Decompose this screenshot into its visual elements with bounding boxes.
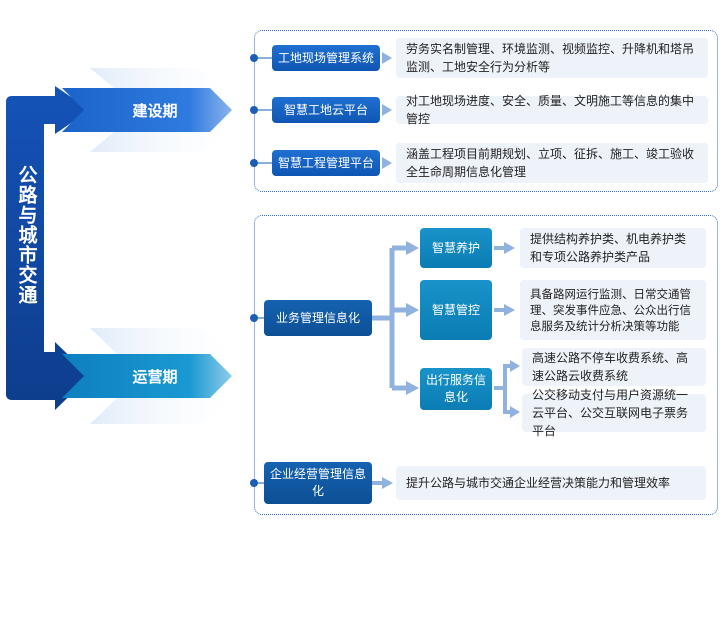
main-bracket-arrow <box>6 86 90 410</box>
construction-item-desc: 劳务实名制管理、环境监测、视频监控、升降机和塔吊监测、工地安全行为分析等 <box>396 38 708 78</box>
operation-phase-label: 运营期 <box>132 367 178 386</box>
construction-phase-label: 建设期 <box>132 101 178 120</box>
enterprise-info-node: 企业经营管理信息化 <box>264 462 372 504</box>
construction-item-desc: 涵盖工程项目前期规划、立项、征拆、施工、竣工验收全生命周期信息化管理 <box>396 143 708 183</box>
panel-bullet <box>250 106 258 114</box>
panel-bullet <box>250 159 258 167</box>
panel-bullet <box>250 54 258 62</box>
panel-bullet <box>250 314 258 322</box>
construction-chevron <box>62 88 232 132</box>
construction-item-label: 工地现场管理系统 <box>272 45 380 71</box>
smart-maintenance-desc: 提供结构养护类、机电养护类和专项公路养护类产品 <box>520 228 706 268</box>
smart-maintenance-node: 智慧养护 <box>420 228 492 268</box>
smart-control-desc: 具备路网运行监测、日常交通管理、突发事件应急、公众出行信息服务及统计分析决策等功… <box>520 280 706 340</box>
diagram-title: 公路与城市交通 <box>15 165 38 305</box>
smart-control-node: 智慧管控 <box>420 280 492 340</box>
construction-item-desc: 对工地现场进度、安全、质量、文明施工等信息的集中管控 <box>396 94 708 126</box>
travel-service-desc: 高速公路不停车收费系统、高速公路云收费系统 <box>522 348 706 386</box>
construction-item-label: 智慧工地云平台 <box>272 97 380 123</box>
travel-service-node: 出行服务信息化 <box>420 368 492 410</box>
operation-chevron <box>62 354 232 398</box>
construction-item-label: 智慧工程管理平台 <box>272 150 380 176</box>
panel-bullet <box>250 479 258 487</box>
business-info-node: 业务管理信息化 <box>264 300 372 336</box>
business-connectors <box>372 245 408 391</box>
enterprise-info-desc: 提升公路与城市交通企业经营决策能力和管理效率 <box>396 466 706 500</box>
operation-panel <box>254 215 718 515</box>
travel-service-desc: 公交移动支付与用户资源统一云平台、公交互联网电子票务平台 <box>522 388 706 438</box>
